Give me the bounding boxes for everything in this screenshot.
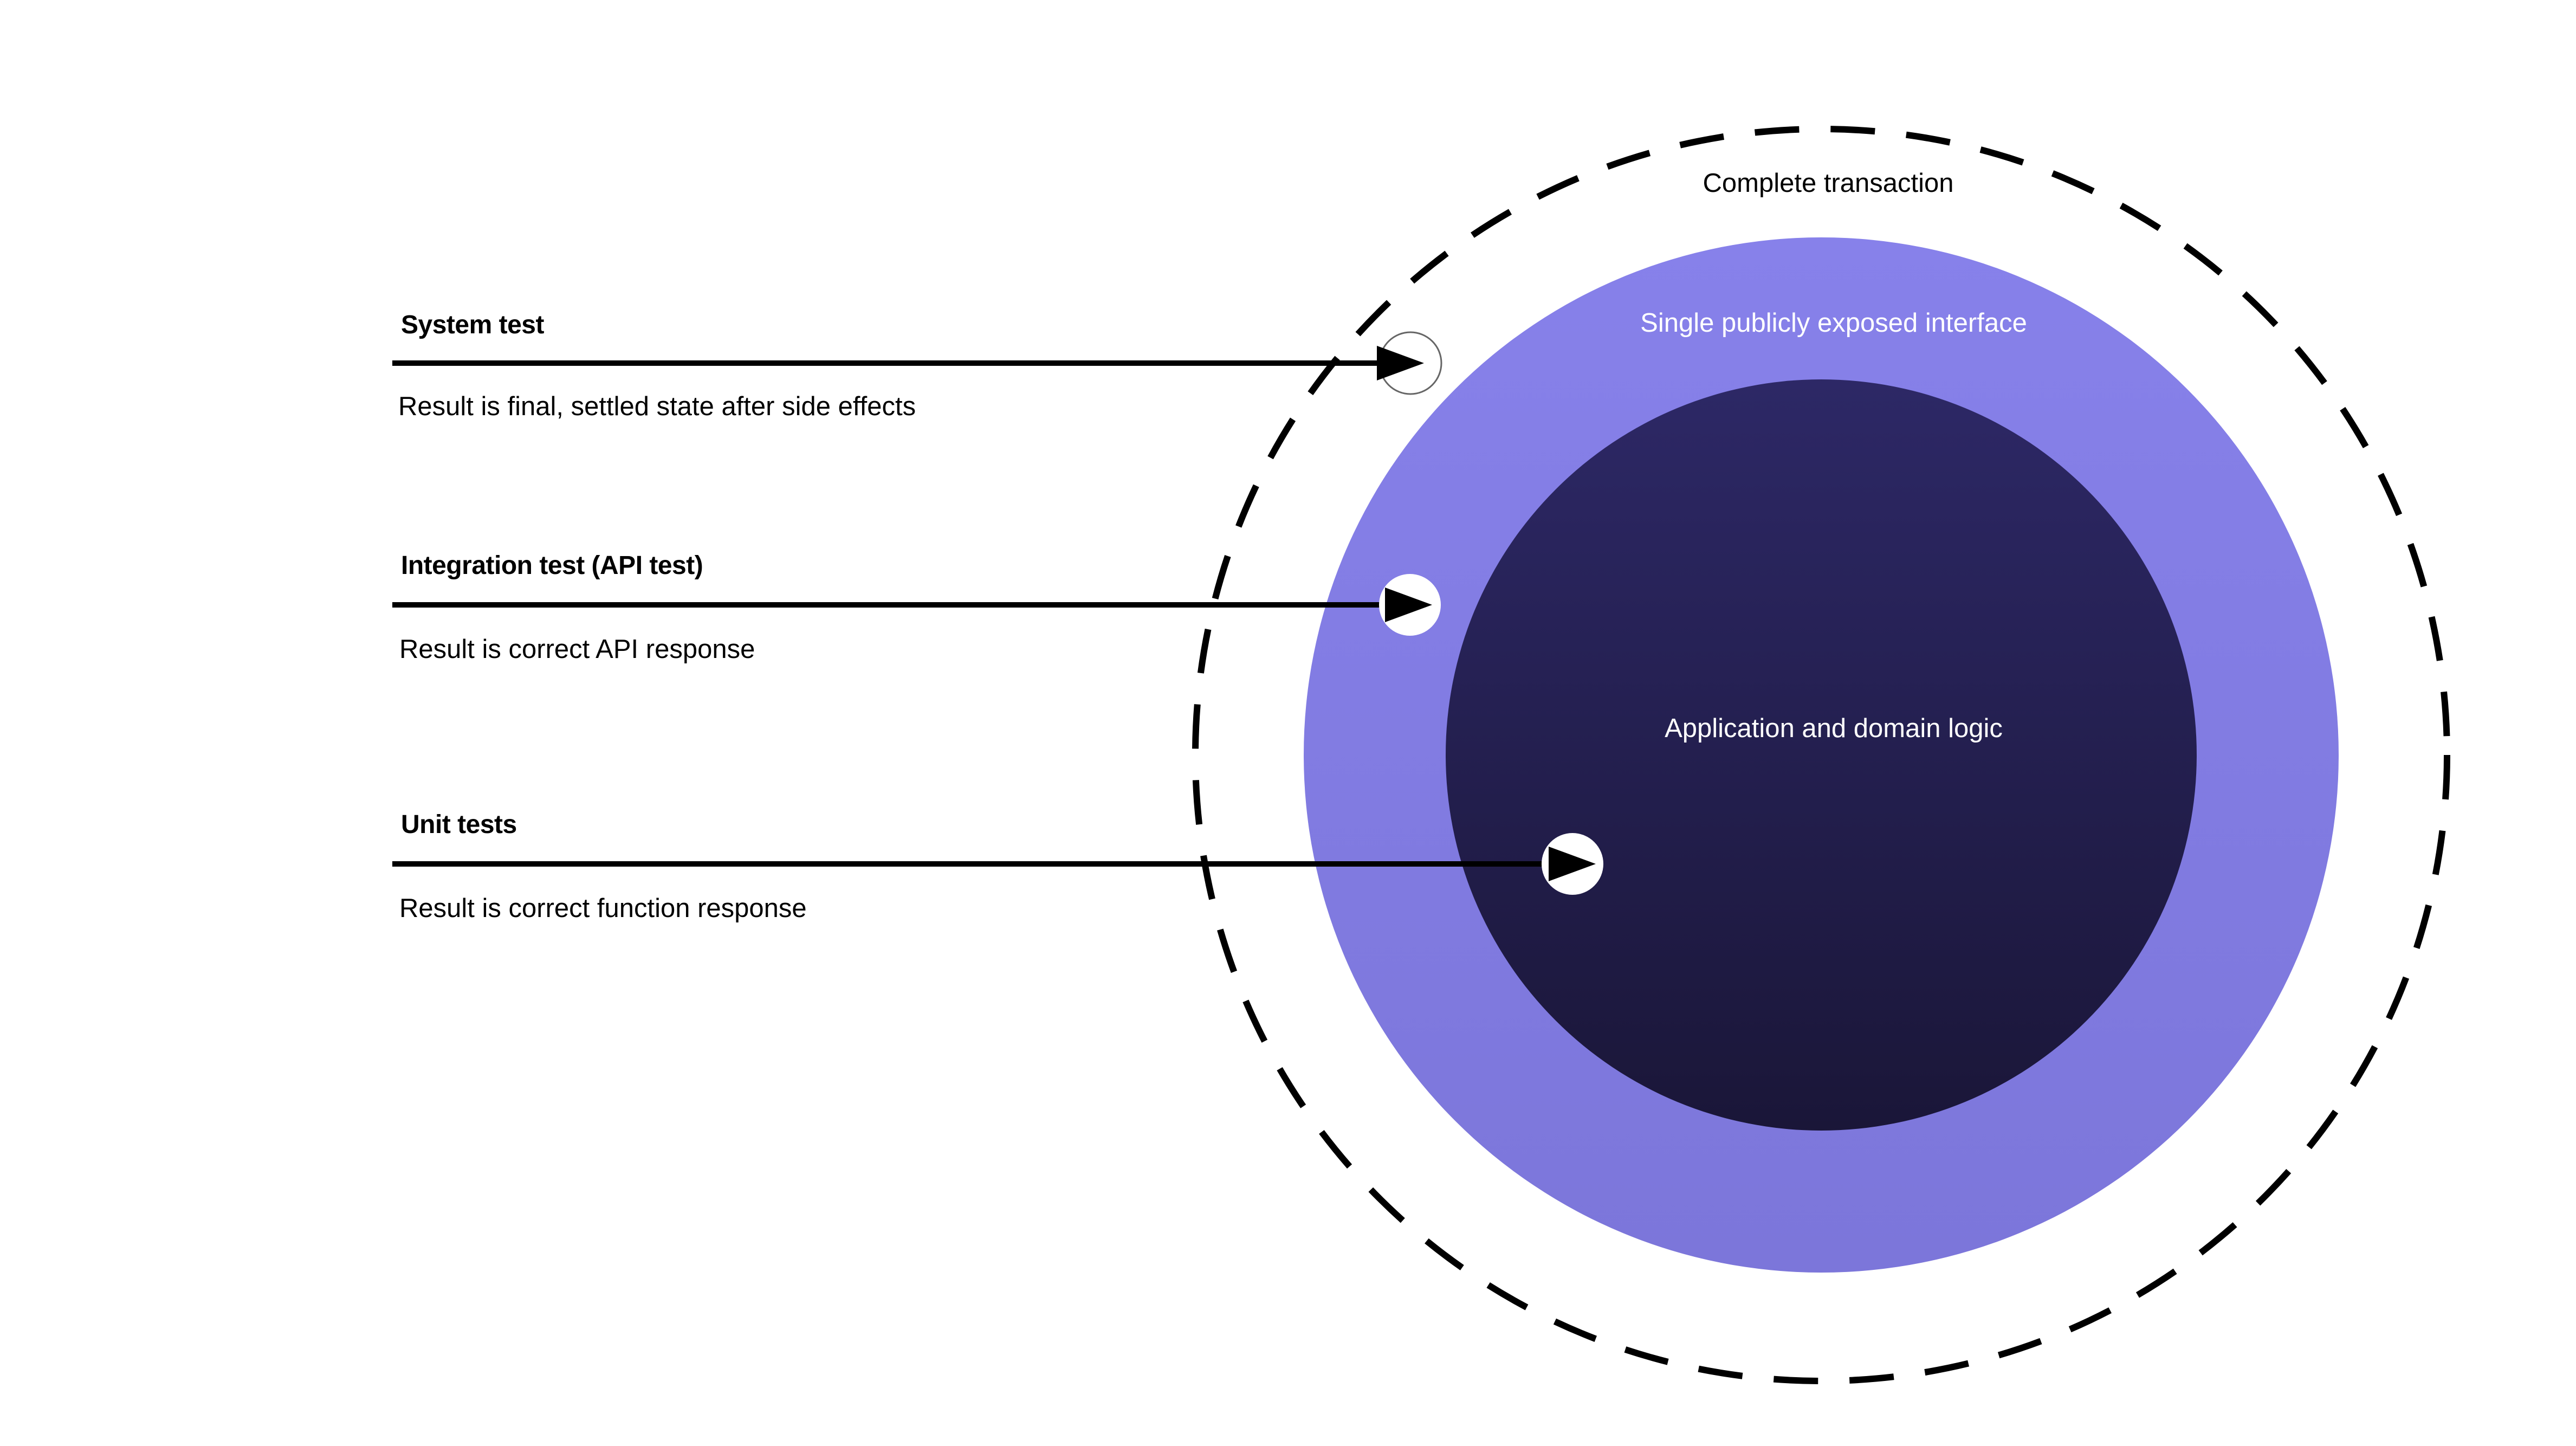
unit-tests-arrowhead-icon (1549, 847, 1596, 881)
integration-test-title: Integration test (API test) (401, 551, 703, 580)
integration-test-arrowhead-icon (1385, 588, 1432, 622)
unit-tests-title: Unit tests (401, 810, 517, 839)
system-test-title: System test (401, 311, 544, 339)
complete-transaction-boundary (1192, 126, 2450, 1384)
public-interface-label: Single publicly exposed interface (1640, 308, 2027, 338)
unit-tests-description: Result is correct function response (399, 894, 807, 923)
domain-logic-core (1446, 379, 2197, 1131)
integration-test-description: Result is correct API response (399, 635, 755, 664)
system-test-description: Result is final, settled state after sid… (398, 392, 916, 421)
domain-logic-label: Application and domain logic (1665, 714, 2003, 743)
complete-transaction-label: Complete transaction (1703, 169, 1954, 198)
system-test-arrowhead-icon (1377, 346, 1424, 380)
